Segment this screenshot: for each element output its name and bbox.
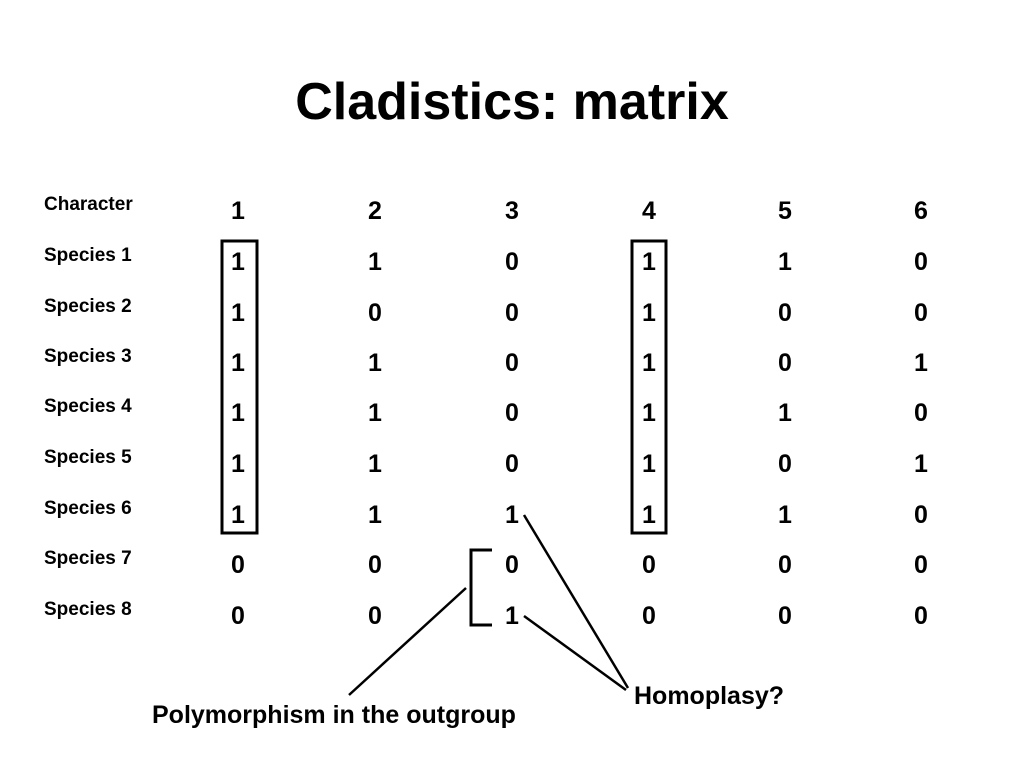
matrix-cell-species-8-character-5: 0 bbox=[778, 602, 792, 630]
species-label-5: Species 5 bbox=[44, 447, 132, 468]
matrix-cell-species-4-character-4: 1 bbox=[642, 399, 656, 427]
polymorphism-label: Polymorphism in the outgroup bbox=[152, 701, 516, 729]
matrix-cell-species-8-character-2: 0 bbox=[368, 602, 382, 630]
matrix-cell-species-8-character-4: 0 bbox=[642, 602, 656, 630]
matrix-cell-species-5-character-3: 0 bbox=[505, 450, 519, 478]
matrix-cell-species-6-character-5: 1 bbox=[778, 501, 792, 529]
matrix-cell-species-5-character-1: 1 bbox=[231, 450, 245, 478]
matrix-cell-species-3-character-1: 1 bbox=[231, 349, 245, 377]
species-label-4: Species 4 bbox=[44, 396, 132, 417]
matrix-cell-species-5-character-4: 1 bbox=[642, 450, 656, 478]
matrix-cell-species-6-character-4: 1 bbox=[642, 501, 656, 529]
species-label-7: Species 7 bbox=[44, 548, 132, 569]
species-label-6: Species 6 bbox=[44, 498, 132, 519]
matrix-cell-species-1-character-4: 1 bbox=[642, 248, 656, 276]
matrix-cell-species-5-character-6: 1 bbox=[914, 450, 928, 478]
homoplasy-label: Homoplasy? bbox=[634, 682, 785, 710]
matrix-cell-species-5-character-5: 0 bbox=[778, 450, 792, 478]
matrix-cell-species-7-character-5: 0 bbox=[778, 551, 792, 579]
matrix-cell-species-7-character-2: 0 bbox=[368, 551, 382, 579]
matrix-cell-species-7-character-1: 0 bbox=[231, 551, 245, 579]
matrix-cell-species-1-character-1: 1 bbox=[231, 248, 245, 276]
matrix-cell-species-4-character-5: 1 bbox=[778, 399, 792, 427]
matrix-cell-species-4-character-2: 1 bbox=[368, 399, 382, 427]
matrix-cell-species-5-character-2: 1 bbox=[368, 450, 382, 478]
matrix-cell-species-4-character-6: 0 bbox=[914, 399, 928, 427]
matrix-cell-species-3-character-6: 1 bbox=[914, 349, 928, 377]
matrix-cell-species-2-character-2: 0 bbox=[368, 299, 382, 327]
character-number-1: 1 bbox=[231, 197, 245, 225]
matrix-cell-species-6-character-2: 1 bbox=[368, 501, 382, 529]
matrix-cell-species-1-character-6: 0 bbox=[914, 248, 928, 276]
matrix-cell-species-1-character-2: 1 bbox=[368, 248, 382, 276]
species-label-8: Species 8 bbox=[44, 599, 132, 620]
character-4-group-box bbox=[630, 239, 668, 535]
matrix-cell-species-3-character-2: 1 bbox=[368, 349, 382, 377]
matrix-cell-species-6-character-1: 1 bbox=[231, 501, 245, 529]
matrix-cell-species-4-character-3: 0 bbox=[505, 399, 519, 427]
matrix-cell-species-1-character-5: 1 bbox=[778, 248, 792, 276]
matrix-cell-species-2-character-6: 0 bbox=[914, 299, 928, 327]
header-label-character: Character bbox=[44, 194, 133, 215]
matrix-cell-species-2-character-5: 0 bbox=[778, 299, 792, 327]
matrix-cell-species-3-character-3: 0 bbox=[505, 349, 519, 377]
character-number-5: 5 bbox=[778, 197, 792, 225]
matrix-cell-species-2-character-3: 0 bbox=[505, 299, 519, 327]
species-label-1: Species 1 bbox=[44, 245, 132, 266]
matrix-cell-species-1-character-3: 0 bbox=[505, 248, 519, 276]
matrix-cell-species-6-character-6: 0 bbox=[914, 501, 928, 529]
character-1-group-box bbox=[220, 239, 259, 535]
homoplasy-pointer-line-species-6 bbox=[522, 514, 630, 689]
matrix-cell-species-2-character-4: 1 bbox=[642, 299, 656, 327]
outgroup-bracket bbox=[469, 548, 492, 627]
character-number-2: 2 bbox=[368, 197, 382, 225]
matrix-cell-species-8-character-6: 0 bbox=[914, 602, 928, 630]
species-label-2: Species 2 bbox=[44, 296, 132, 317]
matrix-cell-species-4-character-1: 1 bbox=[231, 399, 245, 427]
character-number-3: 3 bbox=[505, 197, 519, 225]
matrix-cell-species-3-character-4: 1 bbox=[642, 349, 656, 377]
page-title: Cladistics: matrix bbox=[295, 73, 729, 131]
matrix-cell-species-7-character-3: 0 bbox=[505, 551, 519, 579]
matrix-cell-species-3-character-5: 0 bbox=[778, 349, 792, 377]
matrix-cell-species-7-character-6: 0 bbox=[914, 551, 928, 579]
matrix-cell-species-6-character-3: 1 bbox=[505, 501, 519, 529]
character-number-4: 4 bbox=[642, 197, 656, 225]
matrix-cell-species-8-character-1: 0 bbox=[231, 602, 245, 630]
matrix-cell-species-2-character-1: 1 bbox=[231, 299, 245, 327]
matrix-cell-species-7-character-4: 0 bbox=[642, 551, 656, 579]
matrix-cell-species-8-character-3: 1 bbox=[505, 602, 519, 630]
character-number-6: 6 bbox=[914, 197, 928, 225]
species-label-3: Species 3 bbox=[44, 346, 132, 367]
homoplasy-pointer-line-species-8 bbox=[523, 614, 627, 692]
